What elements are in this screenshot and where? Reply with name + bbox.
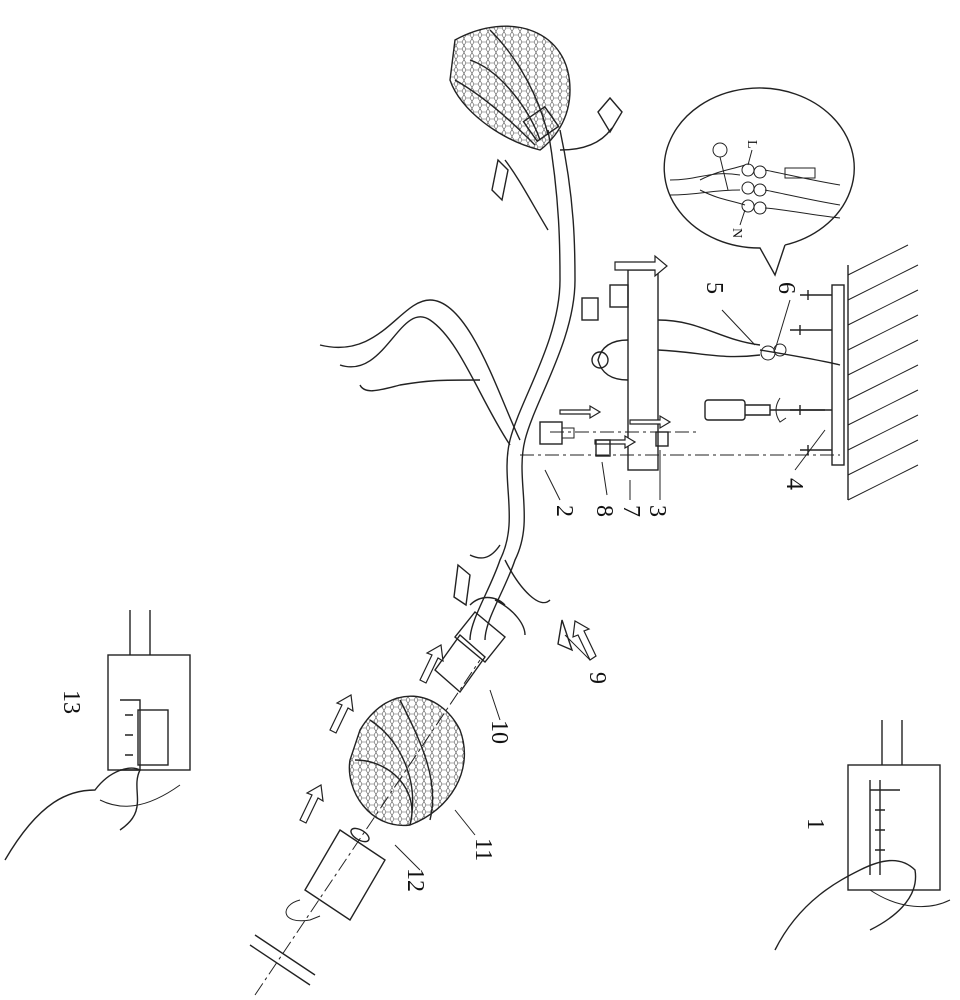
neutral-terminal-label: N bbox=[729, 228, 744, 238]
leader-lines bbox=[394, 299, 826, 871]
top-flower-shade bbox=[449, 25, 571, 151]
wiring-detail-inset: L N bbox=[663, 87, 855, 277]
direction-arrow bbox=[559, 254, 672, 450]
switch-box-13 bbox=[4, 610, 191, 861]
label-part-7: 7 bbox=[618, 505, 644, 517]
lamp-socket bbox=[434, 596, 526, 694]
label-part-6: 6 bbox=[773, 282, 799, 294]
label-part-4: 4 bbox=[781, 478, 807, 490]
label-part-13: 13 bbox=[58, 690, 84, 714]
label-part-9: 9 bbox=[584, 672, 610, 684]
mounting-plate bbox=[790, 284, 845, 466]
part-labels: 1 2 3 4 5 6 7 8 9 10 11 12 13 bbox=[58, 282, 828, 892]
screwdriver-icon bbox=[704, 397, 825, 423]
canopy bbox=[591, 269, 841, 471]
label-part-8: 8 bbox=[591, 505, 617, 517]
label-part-2: 2 bbox=[551, 505, 577, 517]
label-part-1: 1 bbox=[802, 818, 828, 830]
label-part-3: 3 bbox=[644, 505, 670, 517]
lamp-arms bbox=[319, 127, 613, 641]
crystal-pendant bbox=[453, 96, 623, 652]
flower-shade bbox=[348, 695, 465, 826]
live-terminal-label: L bbox=[744, 140, 759, 149]
wall bbox=[847, 244, 919, 501]
label-part-5: 5 bbox=[701, 282, 727, 294]
shade-cup bbox=[304, 827, 386, 921]
label-part-12: 12 bbox=[402, 868, 428, 892]
switch-box-1 bbox=[774, 720, 951, 951]
bulb-tool bbox=[249, 899, 321, 986]
direction-arrow bbox=[299, 620, 597, 824]
label-part-11: 11 bbox=[470, 838, 496, 861]
label-part-10: 10 bbox=[486, 720, 512, 744]
